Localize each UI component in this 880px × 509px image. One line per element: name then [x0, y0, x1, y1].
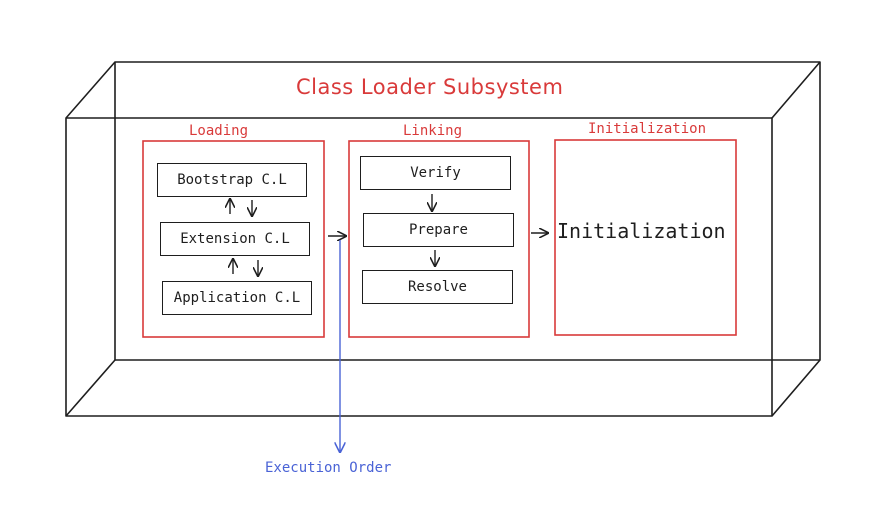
prepare-box: Prepare: [363, 213, 514, 247]
verify-box: Verify: [360, 156, 511, 190]
loading-label: Loading: [189, 123, 249, 139]
execution-order-label: Execution Order: [265, 460, 392, 476]
resolve-box: Resolve: [362, 270, 513, 304]
cuboid-edge-bottom-right: [771, 359, 821, 417]
initialization-section-box: [554, 139, 737, 336]
initialization-label: Initialization: [588, 121, 707, 137]
cuboid-edge-top-right: [771, 61, 821, 119]
diagram-title: Class Loader Subsystem: [296, 75, 564, 99]
cuboid-edge-top-left: [65, 61, 116, 119]
loading-section-box: [142, 140, 325, 338]
linking-label: Linking: [403, 123, 463, 139]
linking-section-box: [348, 140, 530, 338]
application-classloader-box: Application C.L: [162, 281, 312, 315]
cuboid-edge-bottom-left: [65, 359, 116, 417]
subsystem-cuboid: [65, 61, 821, 417]
initialization-text: Initialization: [557, 219, 726, 243]
cuboid-front-face: [65, 117, 773, 417]
cuboid-back-face: [114, 61, 821, 361]
bootstrap-classloader-box: Bootstrap C.L: [157, 163, 307, 197]
extension-classloader-box: Extension C.L: [160, 222, 310, 256]
